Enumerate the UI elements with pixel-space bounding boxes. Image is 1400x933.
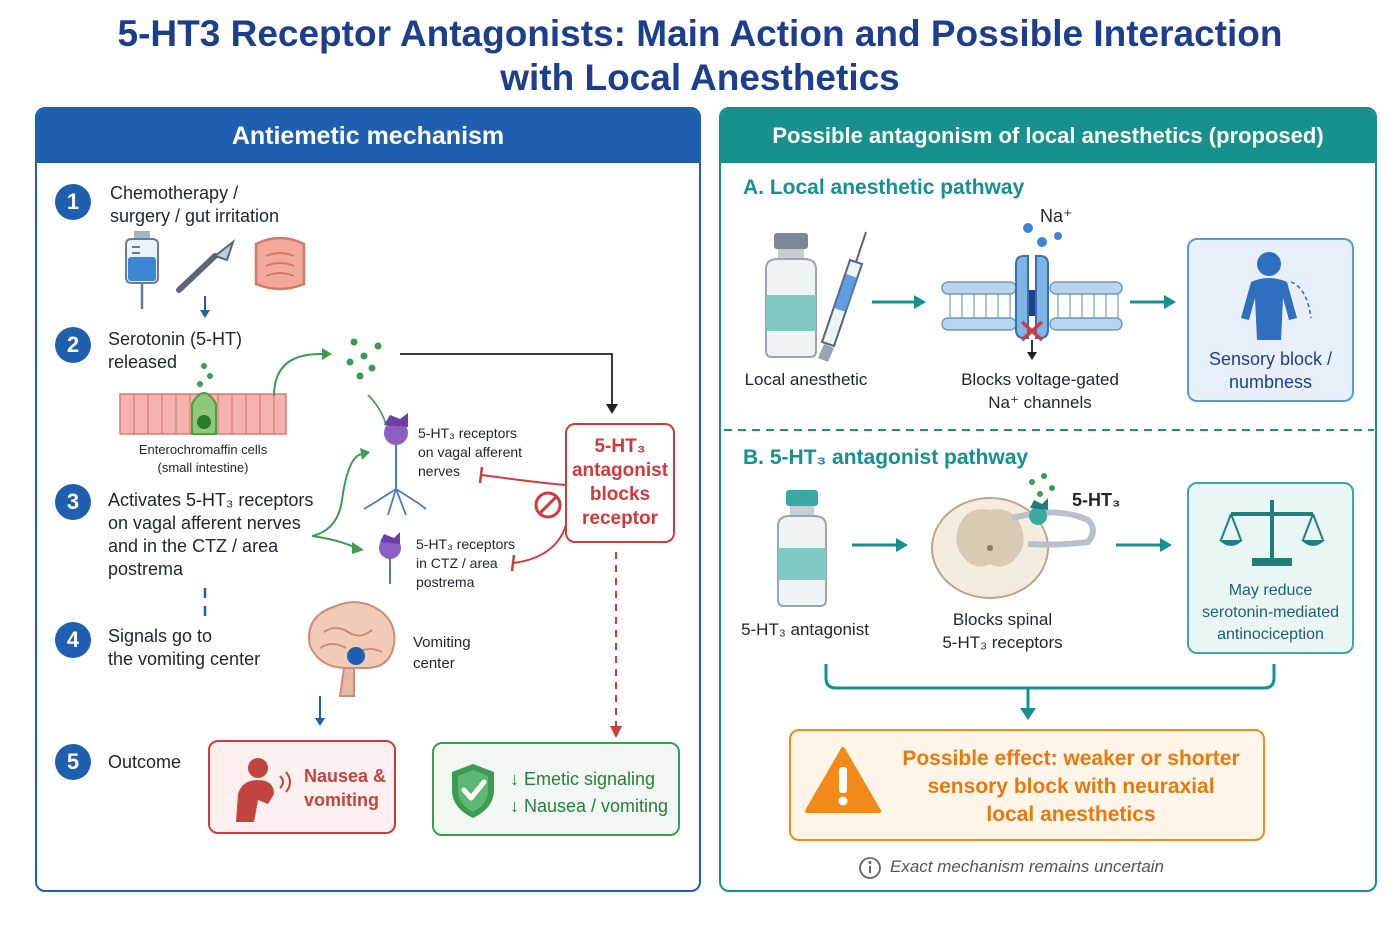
arrow-b1	[852, 538, 908, 552]
serotonin-dots-icon	[346, 338, 382, 380]
step-5-number: 5	[55, 744, 91, 780]
step-3-number: 3	[55, 484, 91, 520]
section-b-title: B. 5-HT₃ antagonist pathway	[743, 446, 1029, 469]
brain-icon	[308, 601, 396, 697]
arrow-step1-to-2	[200, 296, 210, 318]
local-anesthetic-panel-header: Possible antagonism of local anesthetics…	[721, 109, 1375, 163]
arrow-a2	[1130, 295, 1176, 309]
receptor-tag: 5-HT₃	[1072, 490, 1121, 510]
local-anesthetic-label: Local anesthetic	[744, 370, 868, 389]
section-a-title: A. Local anesthetic pathway	[743, 176, 1025, 199]
step-4-number: 4	[55, 622, 91, 658]
sodium-ion-label: Na⁺	[1040, 206, 1073, 226]
arrows-step3	[311, 448, 370, 554]
arrow-brain-to-outcome	[315, 696, 325, 726]
page-title-line1: 5-HT3 Receptor Antagonists: Main Action …	[117, 13, 1283, 54]
step-5-text: Outcome	[108, 752, 182, 772]
intestine-icon	[254, 236, 306, 291]
local-anesthetic-panel: Possible antagonism of local anesthetics…	[719, 107, 1377, 892]
enterochromaffin-cells-icon	[119, 363, 287, 435]
antiemetic-panel: Antiemetic mechanism	[35, 107, 701, 892]
vial-icon-antagonist	[777, 490, 827, 607]
antiemetic-panel-header: Antiemetic mechanism	[37, 109, 699, 163]
enterochromaffin-label: Enterochromaffin cells(small intestine)	[138, 442, 268, 475]
step-2-text: Serotonin (5-HT)released	[108, 329, 243, 372]
spinal-cord-icon	[931, 473, 1096, 599]
vagal-neuron-icon	[363, 394, 427, 516]
ctz-neuron-icon	[379, 532, 401, 584]
shield-check-icon	[452, 764, 494, 818]
person-nausea-icon	[236, 758, 291, 822]
arrow-b2	[1116, 538, 1172, 552]
syringe-icon	[818, 231, 867, 362]
scalpel-icon	[176, 239, 235, 293]
inhibition-lines	[478, 466, 567, 572]
human-figure-icon	[1241, 252, 1312, 340]
page-title-line2: with Local Anesthetics	[500, 57, 900, 98]
dashed-step3-to-4	[203, 588, 207, 622]
step-1-text: Chemotherapy /surgery / gut irritation	[110, 183, 280, 226]
arrow-cells-to-serotonin	[273, 348, 618, 414]
block-icon	[534, 491, 562, 519]
antagonist-blocks-receptor-box: 5-HT₃ antagonist blocks receptor	[565, 423, 675, 543]
antagonist-vial-label: 5-HT₃ antagonist	[741, 620, 869, 639]
uncertainty-note: Exact mechanism remains uncertain	[890, 857, 1165, 876]
section-divider	[724, 429, 1374, 431]
step-1-number: 1	[55, 184, 91, 220]
dashed-arrow-antagonist-to-result	[610, 552, 622, 738]
sensory-block-box: Sensory block /numbness	[1187, 238, 1354, 402]
reduced-emesis-box: ↓ Emetic signaling↓ Nausea / vomiting	[432, 742, 680, 836]
vial-icon-local-anesthetic	[765, 233, 817, 358]
iv-bag-icon	[125, 231, 159, 309]
sodium-channel-icon	[941, 223, 1123, 360]
info-icon	[859, 857, 881, 879]
arrow-a1	[872, 295, 926, 309]
step-2-number: 2	[55, 327, 91, 363]
scales-icon	[1219, 500, 1325, 566]
bracket-arrow	[824, 664, 1276, 720]
warning-icon	[805, 747, 881, 813]
nausea-vomiting-box: Nausea &vomiting	[208, 740, 396, 834]
